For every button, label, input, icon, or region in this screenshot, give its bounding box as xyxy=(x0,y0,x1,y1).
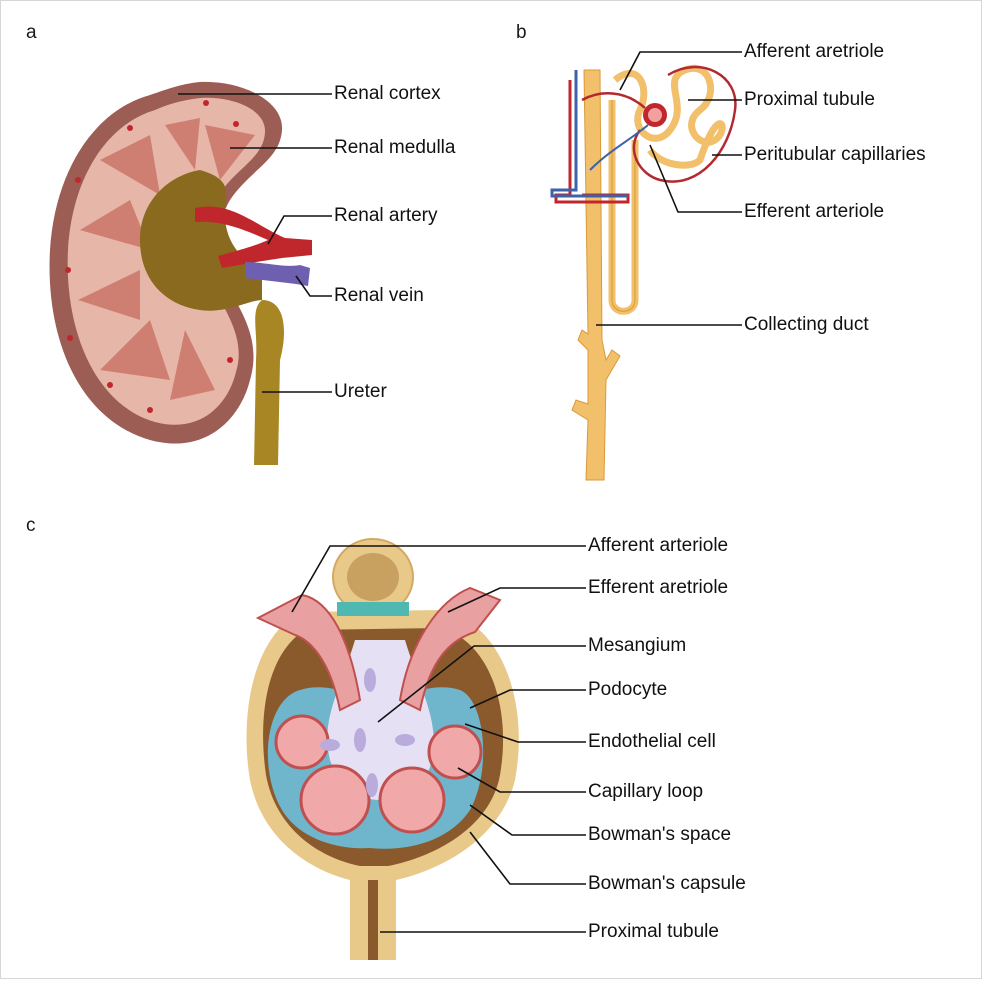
proximal-tubule-coil xyxy=(615,68,722,165)
label-endothelial-cell: Endothelial cell xyxy=(588,731,716,753)
label-peritubular-capillaries: Peritubular capillaries xyxy=(744,144,926,166)
label-efferent-arteriole-b: Efferent arteriole xyxy=(744,201,884,223)
panel-c-letter: c xyxy=(26,515,36,537)
label-bowmans-capsule: Bowman's capsule xyxy=(588,873,746,895)
glomerulus-inner xyxy=(648,108,662,122)
glomerulus-illustration xyxy=(247,539,586,960)
panel-a-letter: a xyxy=(26,22,37,44)
ureter-shape xyxy=(254,300,284,465)
label-efferent-aretriole-c: Efferent aretriole xyxy=(588,577,728,599)
macula-densa-cells xyxy=(337,602,409,616)
label-proximal-tubule-b: Proximal tubule xyxy=(744,89,875,111)
label-collecting-duct: Collecting duct xyxy=(744,314,869,336)
label-ureter: Ureter xyxy=(334,381,387,403)
label-bowmans-space: Bowman's space xyxy=(588,824,731,846)
kidney-illustration xyxy=(50,82,332,465)
label-capillary-loop: Capillary loop xyxy=(588,781,703,803)
label-renal-medulla: Renal medulla xyxy=(334,137,455,159)
loop-of-henle xyxy=(612,100,635,311)
panel-b-letter: b xyxy=(516,22,527,44)
label-afferent-arteriole-c: Afferent arteriole xyxy=(588,535,728,557)
label-renal-vein: Renal vein xyxy=(334,285,424,307)
label-mesangium: Mesangium xyxy=(588,635,686,657)
label-renal-cortex: Renal cortex xyxy=(334,83,441,105)
distal-tubule-lumen xyxy=(347,553,399,601)
nephron-illustration xyxy=(552,52,742,480)
label-proximal-tubule-c: Proximal tubule xyxy=(588,921,719,943)
label-podocyte: Podocyte xyxy=(588,679,667,701)
label-renal-artery: Renal artery xyxy=(334,205,438,227)
tubule-lumen xyxy=(368,870,378,960)
label-afferent-aretriole: Afferent aretriole xyxy=(744,41,884,63)
